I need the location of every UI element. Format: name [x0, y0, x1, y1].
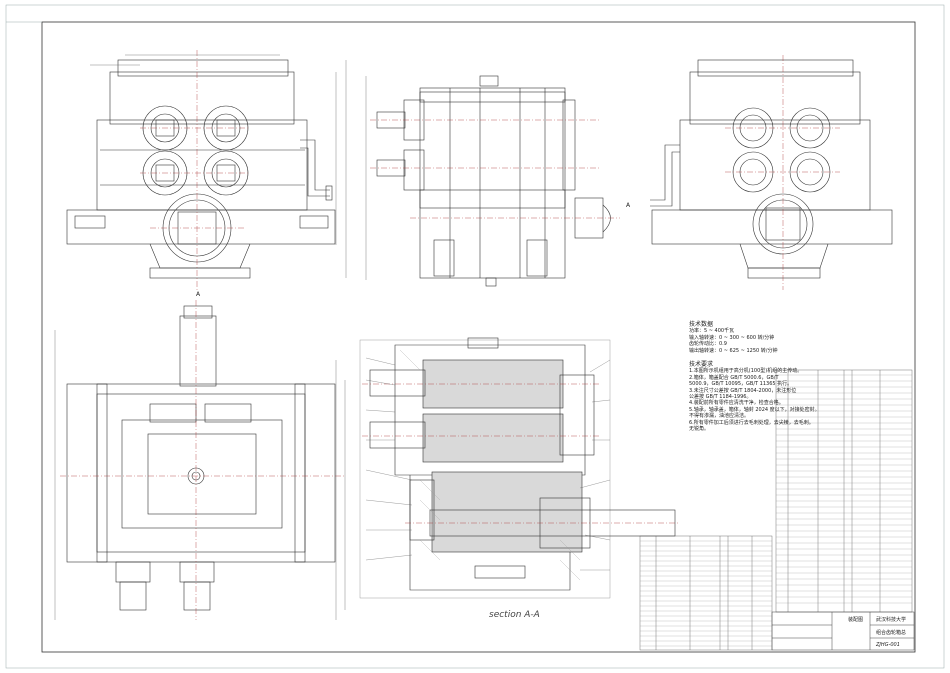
title-block-drawing-name: 组合齿轮箱总 — [876, 630, 907, 636]
requirement-line: 1.本图所示机组用于高分机(100型)机组的主传动。 — [689, 368, 803, 375]
requirement-line: 4.装配前所有零件应清洗干净，检查合格。 — [689, 400, 784, 407]
requirement-line: 公差按 GB/T 1184-1996。 — [689, 394, 752, 401]
outer-frame — [5, 4, 945, 669]
requirement-line: 5000.9，GB/T 10095，GB/T 11365 执行。 — [689, 381, 793, 388]
parts-list-upper — [775, 369, 913, 613]
technical-data-line: 齿轮传动比：0.9 — [689, 341, 727, 348]
requirement-line: 无锐角。 — [689, 426, 710, 433]
view-marker-a: A — [196, 291, 201, 298]
requirement-line: 6.所有零件加工后须进行去毛刺处理，去尖棱，去毛刺。 — [689, 419, 814, 426]
side-view — [365, 75, 620, 287]
parts-list-lower-rows — [640, 540, 772, 647]
technical-data-title: 技术数据 — [689, 321, 714, 328]
view-marker-a-side: A — [626, 202, 631, 209]
title-block-drawing-no: ZJHG-001 — [876, 642, 900, 648]
section-view — [359, 337, 680, 599]
section-caption: section A-A — [489, 610, 540, 620]
requirement-line: 2.箱体，箱盖配合 GB/T 5000.6，GB/T — [689, 374, 779, 381]
requirements-title: 技术要求 — [689, 361, 714, 369]
requirement-line: 5.轴承，轴承盖，箱体，轴封 2024 度以下，对接处密封。 — [689, 406, 820, 413]
rear-view — [650, 55, 893, 290]
technical-data-line: 输入轴转速：0 ~ 300 ~ 600 转/分钟 — [689, 334, 775, 341]
title-block-left-label: 装配图 — [848, 617, 864, 623]
technical-data-line: 功率：5 ~ 400千瓦 — [689, 328, 735, 335]
requirement-line: 3.未注尺寸公差按 GB/T 1804-2000，未注形位 — [689, 387, 797, 394]
parts-list-lower — [639, 535, 773, 651]
top-view — [54, 300, 346, 620]
drawing-border — [41, 21, 916, 653]
parts-list-upper-rows — [776, 374, 912, 604]
technical-data-line: 输出轴转速：0 ~ 625 ~ 1250 转/分钟 — [689, 347, 778, 354]
requirement-line: 不得有渗漏，油池应清洁。 — [689, 413, 750, 420]
title-block — [771, 611, 915, 651]
title-block-school: 武汉科技大学 — [876, 617, 907, 623]
front-view — [66, 50, 347, 290]
technical-notes: 技术数据 功率：5 ~ 400千瓦 输入轴转速：0 ~ 300 ~ 600 转/… — [689, 321, 820, 433]
